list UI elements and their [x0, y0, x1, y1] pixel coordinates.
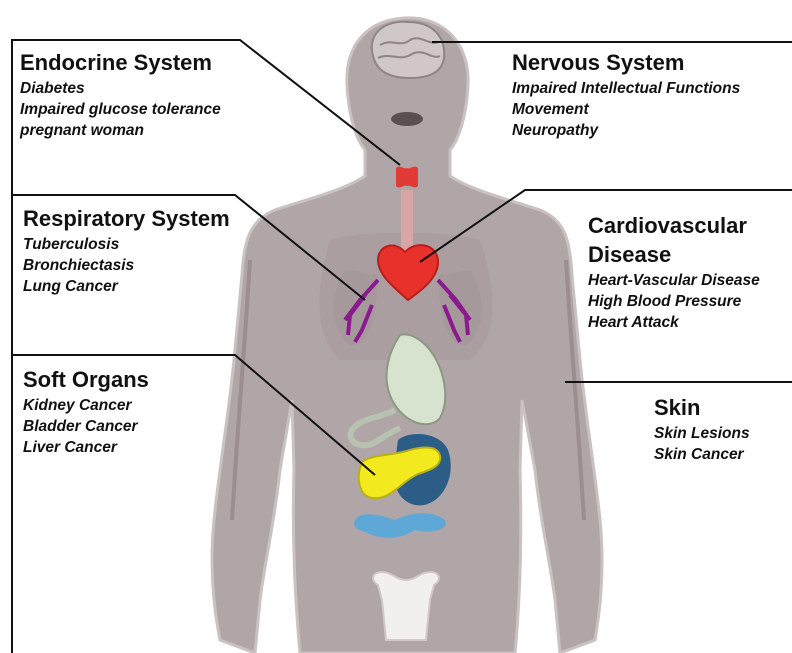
label-item: Tuberculosis [23, 234, 230, 255]
label-title: Soft Organs [23, 367, 149, 393]
label-item: Heart Attack [588, 312, 788, 333]
label-item: Diabetes [20, 78, 221, 99]
thyroid-icon [396, 167, 418, 188]
label-item: High Blood Pressure [588, 291, 788, 312]
label-title: Endocrine System [20, 50, 221, 76]
label-item: Impaired Intellectual Functions [512, 78, 740, 99]
label-item: Movement [512, 99, 740, 120]
label-item: Kidney Cancer [23, 395, 149, 416]
label-item: Impaired glucose tolerance [20, 99, 221, 120]
label-nervous-system: Nervous System Impaired Intellectual Fun… [512, 50, 740, 141]
label-soft-organs: Soft Organs Kidney Cancer Bladder Cancer… [23, 367, 149, 458]
label-endocrine-system: Endocrine System Diabetes Impaired gluco… [20, 50, 221, 141]
label-item: Skin Lesions [654, 423, 750, 444]
label-item: Neuropathy [512, 120, 740, 141]
label-item: Lung Cancer [23, 276, 230, 297]
label-item: Heart-Vascular Disease [588, 270, 788, 291]
label-title-line1: Cardiovascular [588, 212, 788, 239]
brain-icon [372, 22, 444, 78]
label-item: Bladder Cancer [23, 416, 149, 437]
label-title: Nervous System [512, 50, 740, 76]
label-item: Bronchiectasis [23, 255, 230, 276]
label-item: pregnant woman [20, 120, 221, 141]
label-item: Liver Cancer [23, 437, 149, 458]
label-title: Skin [654, 395, 750, 421]
label-item: Skin Cancer [654, 444, 750, 465]
label-cardiovascular-disease: Cardiovascular Disease Heart-Vascular Di… [588, 212, 788, 333]
label-respiratory-system: Respiratory System Tuberculosis Bronchie… [23, 206, 230, 297]
label-title-line2: Disease [588, 241, 788, 268]
label-skin: Skin Skin Lesions Skin Cancer [654, 395, 750, 465]
mouth-icon [391, 112, 423, 126]
label-title: Respiratory System [23, 206, 230, 232]
